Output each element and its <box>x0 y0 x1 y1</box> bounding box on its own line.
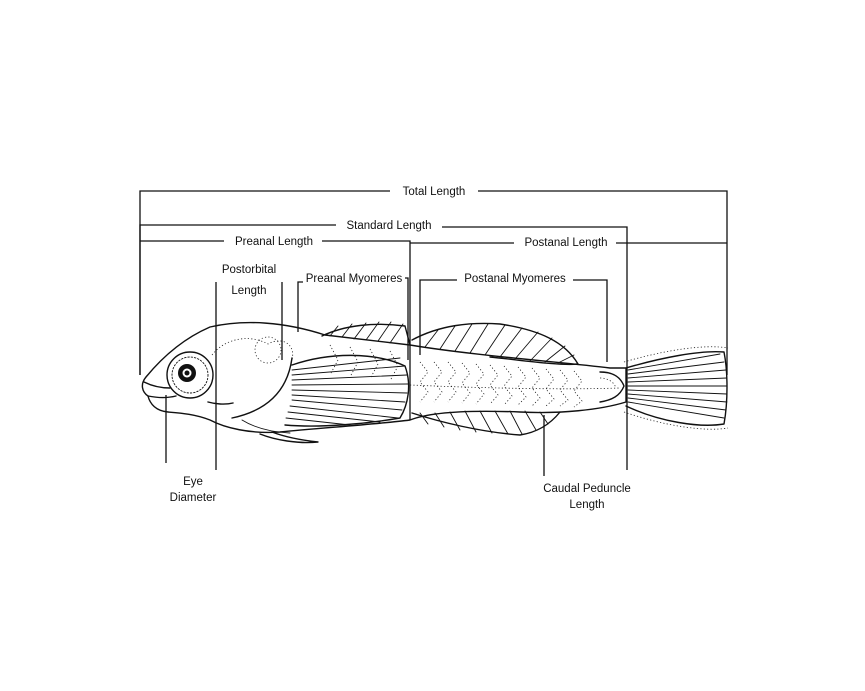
second-dorsal-fin <box>411 322 579 366</box>
preanal-length-bracket <box>140 240 411 420</box>
eye-diameter-label-line2: Diameter <box>170 492 217 504</box>
standard-length-bracket <box>139 224 628 470</box>
eye-diameter-label: Eye <box>183 476 203 488</box>
postanal-myomeres-bracket <box>419 279 608 362</box>
caudal-fin <box>623 346 729 430</box>
fish-body-outline <box>141 321 627 434</box>
fish-illustration <box>141 321 729 444</box>
postorbital-length-label-line2: Length <box>231 285 266 297</box>
anal-fin <box>411 410 561 436</box>
preanal-myomeres-label: Preanal Myomeres <box>306 273 403 285</box>
preanal-myomeres-bracket <box>297 277 409 360</box>
postorbital-length-bracket <box>215 282 283 470</box>
standard-length-label: Standard Length <box>346 220 431 232</box>
myomeres <box>329 344 621 408</box>
postanal-length-label: Postanal Length <box>524 237 607 249</box>
eye <box>166 351 214 399</box>
fish-operculum <box>207 357 293 419</box>
postorbital-length-label: Postorbital <box>222 264 276 276</box>
preanal-length-label: Preanal Length <box>235 236 313 248</box>
first-dorsal-fin <box>321 321 411 346</box>
postanal-myomeres-label: Postanal Myomeres <box>464 273 566 285</box>
caudal-peduncle-length-label-line2: Length <box>569 499 604 511</box>
fish-mouth <box>143 381 177 399</box>
total-length-label: Total Length <box>403 186 466 198</box>
caudal-peduncle-length-label: Caudal Peduncle <box>543 483 631 495</box>
total-length-bracket <box>139 190 728 375</box>
pelvic-fin <box>259 431 319 444</box>
pectoral-fin <box>284 354 410 427</box>
